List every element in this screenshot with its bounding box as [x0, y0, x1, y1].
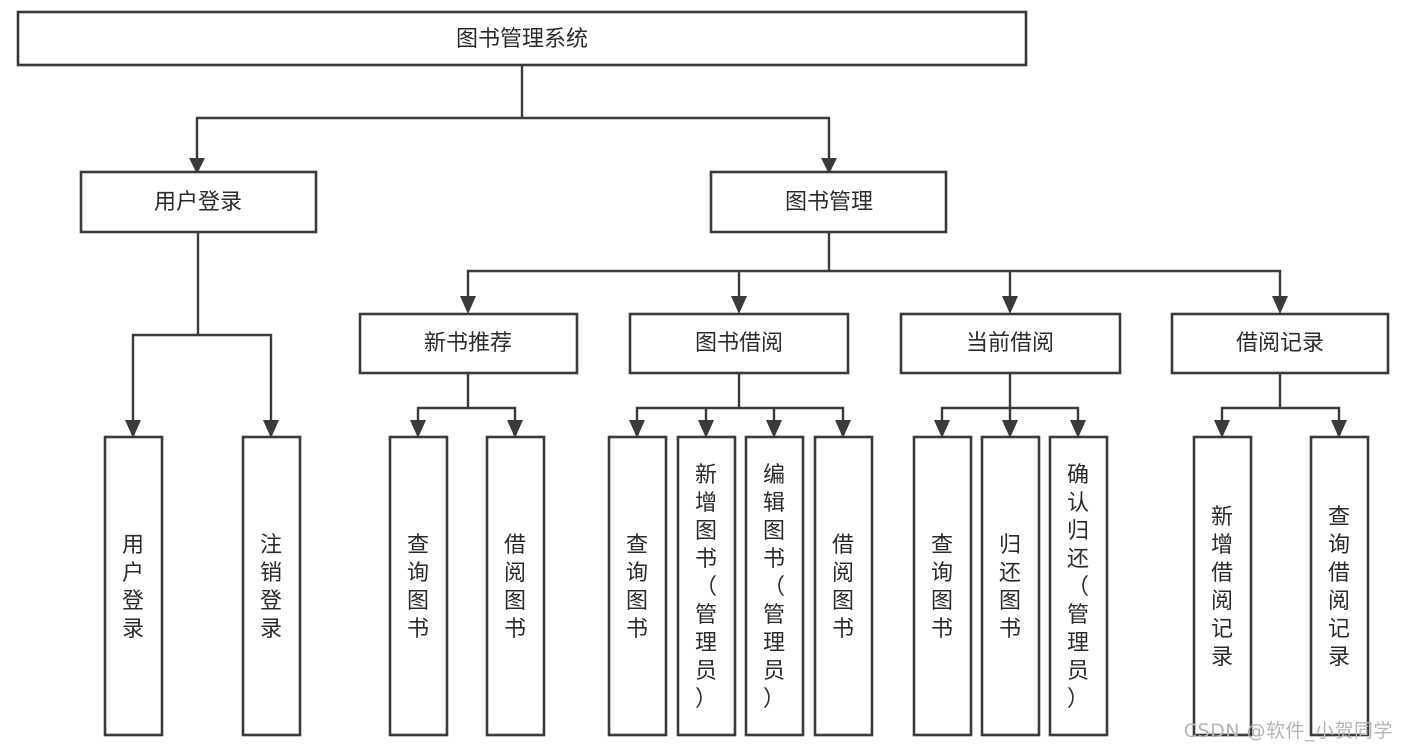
arrow-to-leaf-nbr-borrow — [507, 420, 523, 438]
leaf-cb-return-book-box[interactable] — [980, 435, 1041, 737]
connector-current-borrow-fanout — [940, 371, 1080, 426]
connector-group-new-book-recommend — [410, 371, 523, 438]
node-current-borrow[interactable]: 当前借阅 — [899, 312, 1122, 375]
node-book-borrow-label: 图书借阅 — [695, 331, 783, 356]
leaf-node[interactable]: 查询图书 — [607, 435, 668, 737]
leaf-cb-search-book-box[interactable] — [912, 435, 973, 737]
leaf-cb-confirm-return-box[interactable] — [1048, 435, 1109, 737]
arrow-to-new-book-recommend — [460, 296, 476, 314]
leaf-br-add-record-label: 新增借阅记录 — [1211, 505, 1233, 670]
arrow-to-leaf-cb-return — [1002, 420, 1018, 438]
leaf-user-login-box[interactable] — [103, 435, 164, 737]
leaf-node[interactable]: 编辑图书（管理员） — [744, 435, 805, 737]
connector-group-user-login — [125, 230, 279, 438]
node-book-management[interactable]: 图书管理 — [709, 170, 948, 234]
leaf-br-search-record-box[interactable] — [1309, 435, 1370, 737]
leaf-node[interactable]: 归还图书 — [980, 435, 1041, 737]
leaf-bb-edit-book-label: 编辑图书（管理员） — [763, 463, 785, 712]
leaf-bb-search-book-label: 查询图书 — [626, 533, 648, 642]
leaf-node[interactable]: 新增借阅记录 — [1192, 435, 1253, 737]
connector-group-borrow-records — [1214, 371, 1347, 438]
node-user-login[interactable]: 用户登录 — [79, 170, 318, 234]
leaf-br-add-record-box[interactable] — [1192, 435, 1253, 737]
leaf-node[interactable]: 查询图书 — [912, 435, 973, 737]
node-borrow-records[interactable]: 借阅记录 — [1170, 312, 1390, 375]
connector-group-current-borrow — [934, 371, 1086, 438]
leaf-bb-search-book-box[interactable] — [607, 435, 668, 737]
leaf-node[interactable]: 借阅图书 — [485, 435, 546, 737]
leaf-node[interactable]: 新增图书（管理员） — [676, 435, 737, 737]
arrow-to-leaf-bb-search — [629, 420, 645, 438]
connector-book-management-fanout — [466, 230, 1282, 302]
connector-group-root — [189, 63, 837, 174]
arrow-to-leaf-bb-borrow — [835, 420, 851, 438]
arrow-to-borrow-records — [1272, 296, 1288, 314]
leaf-bb-add-book-label: 新增图书（管理员） — [695, 463, 717, 712]
arrow-to-leaf-br-add — [1214, 420, 1230, 438]
node-book-management-box[interactable] — [709, 170, 948, 234]
arrow-to-leaf-bb-edit — [766, 420, 782, 438]
leaf-logout-box[interactable] — [241, 435, 302, 737]
node-book-borrow[interactable]: 图书借阅 — [628, 312, 850, 375]
leaf-logout-label: 注销登录 — [260, 533, 282, 642]
leaf-nbr-borrow-book-box[interactable] — [485, 435, 546, 737]
node-new-book-recommend-label: 新书推荐 — [424, 331, 512, 356]
node-current-borrow-label: 当前借阅 — [966, 331, 1054, 356]
connector-group-book-management — [460, 230, 1288, 314]
leaf-nbr-borrow-book-label: 借阅图书 — [504, 533, 526, 642]
leaf-cb-return-book-label: 归还图书 — [999, 533, 1021, 642]
connector-user-login-fanout — [131, 230, 273, 426]
node-new-book-recommend-box[interactable] — [358, 312, 579, 375]
arrow-to-book-borrow — [731, 296, 747, 314]
node-user-login-box[interactable] — [79, 170, 318, 234]
leaf-cb-search-book-label: 查询图书 — [931, 533, 953, 642]
node-root-box[interactable] — [16, 10, 1028, 67]
connector-root-to-level2 — [195, 63, 831, 162]
node-book-borrow-box[interactable] — [628, 312, 850, 375]
leaf-br-search-record-label: 查询借阅记录 — [1328, 505, 1350, 670]
leaf-bb-borrow-book-box[interactable] — [813, 435, 874, 737]
leaf-bb-add-book-box[interactable] — [676, 435, 737, 737]
leaf-node[interactable]: 确认归还（管理员） — [1048, 435, 1109, 737]
arrow-to-leaf-nbr-search — [410, 420, 426, 438]
leaf-node[interactable]: 查询借阅记录 — [1309, 435, 1370, 737]
node-root[interactable]: 图书管理系统 — [16, 10, 1028, 67]
leaf-bb-edit-book-box[interactable] — [744, 435, 805, 737]
node-borrow-records-label: 借阅记录 — [1236, 331, 1324, 356]
arrow-to-user-login — [189, 158, 205, 174]
connector-borrow-records-fanout — [1220, 371, 1341, 426]
connector-group-book-borrow — [629, 371, 851, 438]
node-borrow-records-box[interactable] — [1170, 312, 1390, 375]
leaf-node[interactable]: 用户登录 — [103, 435, 164, 737]
leaf-node[interactable]: 查询图书 — [388, 435, 449, 737]
node-user-login-label: 用户登录 — [154, 190, 242, 215]
leaf-node[interactable]: 借阅图书 — [813, 435, 874, 737]
node-current-borrow-box[interactable] — [899, 312, 1122, 375]
leaf-nbr-search-book-label: 查询图书 — [407, 533, 429, 642]
node-book-management-label: 图书管理 — [785, 190, 873, 215]
leaf-cb-confirm-return-label: 确认归还（管理员） — [1067, 463, 1089, 712]
arrow-to-leaf-br-search — [1331, 420, 1347, 438]
leaf-bb-borrow-book-label: 借阅图书 — [832, 533, 854, 642]
arrow-to-leaf-bb-add — [698, 420, 714, 438]
arrow-to-book-management — [821, 158, 837, 174]
node-root-label: 图书管理系统 — [456, 27, 588, 52]
connector-new-book-recommend-fanout — [416, 371, 517, 426]
arrow-to-current-borrow — [1002, 296, 1018, 314]
arrow-to-leaf-cb-search — [934, 420, 950, 438]
arrow-to-leaf-logout — [263, 420, 279, 438]
connector-book-borrow-fanout — [635, 371, 845, 426]
arrow-to-leaf-user-login — [125, 420, 141, 438]
node-new-book-recommend[interactable]: 新书推荐 — [358, 312, 579, 375]
leaf-node[interactable]: 注销登录 — [241, 435, 302, 737]
leaf-user-login-label: 用户登录 — [122, 533, 144, 642]
arrow-to-leaf-cb-confirm — [1070, 420, 1086, 438]
leaf-nbr-search-book-box[interactable] — [388, 435, 449, 737]
